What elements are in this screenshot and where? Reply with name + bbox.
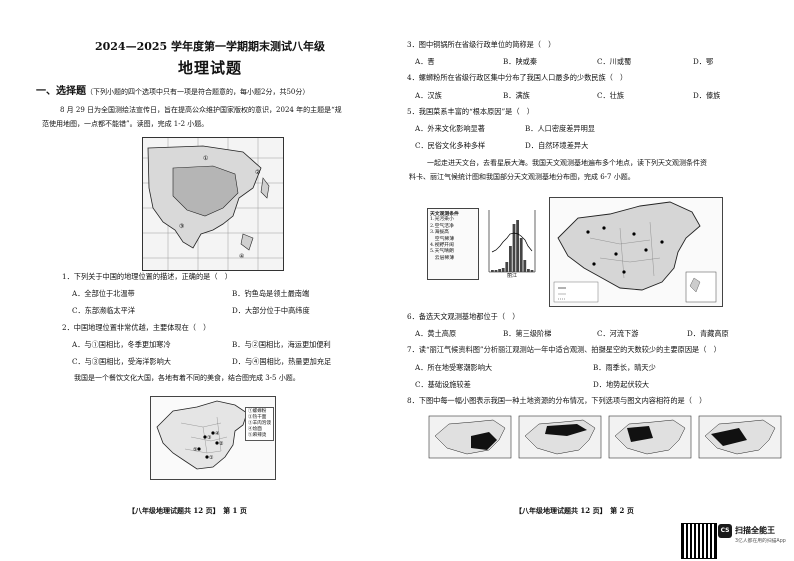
legend-item: ⑤麻辣烫 — [248, 433, 267, 438]
q3-option-a[interactable]: A．晋 — [415, 57, 435, 66]
q5-option-b[interactable]: B．人口密度差异明显 — [525, 124, 595, 133]
intro-line-2: 范使用地图，一点都不能错”。读图，完成 1-2 小题。 — [42, 120, 209, 128]
china-food-map: ① ② ③ ④ ⑤ ①螺蛳粉 ②热干面 ③羊肉泡馍 ④烩面 ⑤麻辣烫 — [150, 396, 276, 480]
card-item: 云层稀薄 — [430, 255, 454, 261]
card-item: 空气稀薄 — [430, 236, 454, 242]
exam-title: 地理试题 — [177, 59, 242, 77]
q1-option-b[interactable]: B．钓鱼岛是领土最南端 — [232, 289, 310, 298]
question-7: 7．读“丽江气候资料图”分析丽江观测站一年中适合观测、拍摄星空的天数较少的主要原… — [407, 345, 721, 354]
question-3: 3．图中铜锅所在省级行政单位的简称是（ ） — [407, 40, 556, 49]
observation-condition-card: 天文观测条件 1.光污染小 2.空气洁净 3.海拔高 空气稀薄 4.视野开阔 5… — [427, 208, 479, 280]
food-legend: ①螺蛳粉 ②热干面 ③羊肉泡馍 ④烩面 ⑤麻辣烫 — [245, 407, 274, 441]
q7-option-c[interactable]: C．基础设施较差 — [415, 380, 471, 389]
svg-text:⑤: ⑤ — [193, 447, 198, 453]
q4-option-b[interactable]: B．满族 — [503, 91, 530, 100]
observatory-distribution-map — [549, 197, 723, 307]
page-2: 3．图中铜锅所在省级行政单位的简称是（ ） A．晋 B．陕或秦 C．川或蜀 D．… — [397, 0, 794, 561]
q2-option-c[interactable]: C．与③国相比，受海洋影响大 — [72, 357, 171, 366]
q1-option-d[interactable]: D．大部分位于中高纬度 — [232, 306, 310, 315]
svg-text:①: ① — [209, 455, 214, 461]
exam-title-line1: 2024—2025 学年度第一学期期末测试八年级 — [94, 40, 326, 53]
card-item: 1.光污染小 — [430, 217, 454, 223]
svg-text:②: ② — [219, 441, 224, 447]
legend-item: ①螺蛳粉 — [248, 409, 267, 414]
svg-text:②: ② — [255, 169, 260, 176]
svg-text:③: ③ — [207, 435, 212, 441]
q5-option-c[interactable]: C．民俗文化多种多样 — [415, 141, 486, 150]
lijiang-climate-chart: 丽江 — [481, 206, 541, 282]
question-5: 5．我国菜系丰富的“根本原因”是（ ） — [407, 107, 534, 116]
q7-option-a[interactable]: A．所在地受寒潮影响大 — [415, 363, 493, 372]
q4-option-a[interactable]: A．汉族 — [415, 91, 442, 100]
intro-astro-line-1: 一起走进天文台，去看星辰大海。我国天文观测基地遍布多个地点，读下列天文观测条件资 — [427, 159, 707, 167]
svg-text:③: ③ — [179, 223, 184, 230]
q6-option-c[interactable]: C．河流下游 — [597, 329, 639, 338]
page-1-footer: 【八年级地理试题共 12 页】 第 1 页 — [128, 506, 247, 515]
q6-option-b[interactable]: B．第三级阶梯 — [503, 329, 552, 338]
q6-option-a[interactable]: A．黄土高原 — [415, 329, 457, 338]
svg-text:①: ① — [203, 155, 208, 162]
china-food-map-drawing: ① ② ③ ④ ⑤ — [156, 400, 248, 470]
question-2: 2．中国地理位置非常优越，主要体现在（ ） — [62, 323, 211, 332]
qr-code — [681, 523, 717, 559]
scanner-tagline: 3亿人都在用的扫描App — [735, 539, 786, 544]
card-item: 4.视野开阔 — [430, 243, 454, 249]
climate-chart-drawing — [488, 210, 536, 273]
q2-option-b[interactable]: B．与②国相比，海运更加便利 — [232, 340, 331, 349]
land-resource-maps — [427, 414, 783, 460]
q3-option-d[interactable]: D．鄂 — [693, 57, 714, 66]
climate-station-label: 丽江 — [507, 273, 518, 279]
page-1: 2024—2025 学年度第一学期期末测试八年级 地理试题 一、选择题（下列小题… — [36, 40, 342, 515]
card-item: 2.空气洁净 — [430, 223, 454, 229]
question-6: 6．备选天文观测基地都位于（ ） — [407, 312, 520, 321]
q4-option-c[interactable]: C．壮族 — [597, 91, 625, 100]
asia-map-drawing: ① ② ③ ④ — [143, 138, 283, 270]
question-1: 1．下列关于中国的地理位置的描述，正确的是（ ） — [62, 272, 232, 281]
q6-option-d[interactable]: D．青藏高原 — [687, 329, 729, 338]
q5-option-d[interactable]: D．自然环境差异大 — [525, 141, 589, 150]
land-resource-maps-drawing — [428, 415, 782, 459]
card-item: 3.海拔高 — [430, 230, 449, 236]
legend-item: ③羊肉泡馍 — [248, 421, 271, 426]
legend-item: ②热干面 — [248, 415, 267, 420]
q1-option-a[interactable]: A．全部位于北温带 — [72, 289, 135, 298]
page-2-footer: 【八年级地理试题共 12 页】 第 2 页 — [515, 506, 634, 515]
q5-option-a[interactable]: A．外来文化影响显著 — [415, 124, 485, 133]
observatory-map-drawing — [553, 201, 717, 303]
intro-food: 我国是一个餐饮文化大国，各地有着不同的美食，结合图完成 3-5 小题。 — [74, 374, 300, 382]
intro-line-1: 8 月 29 日为全国测绘法宣传日，旨在提高公众维护国家版权的意识，2024 年… — [60, 106, 342, 114]
card-item: 5.天气晴朗 — [430, 249, 454, 255]
svg-text:④: ④ — [239, 253, 244, 260]
q2-option-a[interactable]: A．与①国相比，冬季更加寒冷 — [72, 340, 171, 349]
asia-location-map: ① ② ③ ④ — [142, 137, 284, 271]
q7-option-d[interactable]: D．地势起伏较大 — [593, 380, 650, 389]
card-title: 天文观测条件 — [430, 211, 459, 217]
question-4: 4．螺蛳粉所在省级行政区集中分布了我国人口最多的少数民族（ ） — [407, 73, 628, 82]
question-8: 8．下图中每一幅小图表示我国一种土地资源的分布情况，下列选项与图文内容相符的是（… — [407, 396, 707, 405]
q2-option-d[interactable]: D．与④国相比，热量更加充足 — [232, 357, 332, 366]
q7-option-b[interactable]: B．雨季长，晴天少 — [593, 363, 656, 372]
svg-text:④: ④ — [215, 431, 220, 437]
q1-option-c[interactable]: C．东部濒临太平洋 — [72, 306, 136, 315]
section-title: 一、选择题 — [36, 86, 86, 97]
section-heading: 一、选择题（下列小题的四个选项中只有一项是符合题意的，每小题2分，共50分） — [36, 82, 309, 97]
section-note: （下列小题的四个选项中只有一项是符合题意的，每小题2分，共50分） — [86, 88, 310, 96]
intro-astro-line-2: 料卡、丽江气候统计图和我国部分天文观测基地分布图，完成 6-7 小题。 — [409, 173, 635, 181]
scanner-app-name: 扫描全能王 — [735, 526, 775, 535]
q4-option-d[interactable]: D．傣族 — [693, 91, 721, 100]
legend-item: ④烩面 — [248, 427, 262, 432]
scanner-logo-icon: CS — [718, 524, 732, 538]
q3-option-c[interactable]: C．川或蜀 — [597, 57, 632, 66]
q3-option-b[interactable]: B．陕或秦 — [503, 57, 538, 66]
